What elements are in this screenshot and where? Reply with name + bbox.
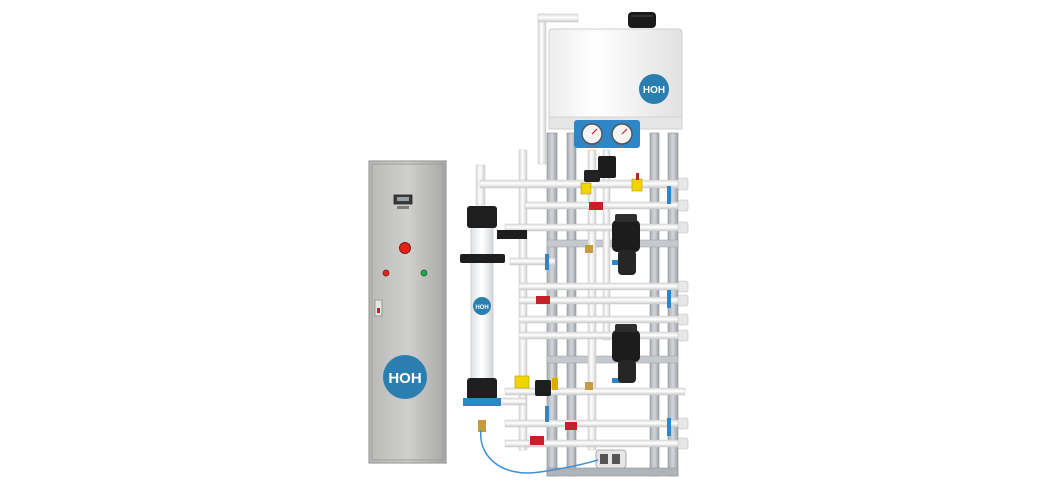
ball-valve-icon[interactable] <box>580 182 592 195</box>
pump-upper-motor <box>618 250 636 275</box>
pump-icon <box>612 214 640 275</box>
membrane-mount-blue <box>463 398 501 406</box>
hoh-logo-tank-text: HOH <box>643 85 665 96</box>
pipe-horizontal-8 <box>504 387 686 396</box>
pump-upper-body <box>612 220 640 252</box>
pump-lower-head <box>615 324 637 332</box>
ball-valve-icon[interactable] <box>565 422 577 430</box>
frame-base <box>546 467 679 477</box>
pressure-gauge-icon <box>581 123 603 145</box>
emergency-stop-button[interactable] <box>399 242 411 254</box>
pipe-horizontal-7 <box>518 331 686 340</box>
pipe-horizontal-1 <box>479 179 681 189</box>
pipe-horizontal-bypass <box>509 257 556 266</box>
ball-valve-icon[interactable] <box>530 436 544 445</box>
pressure-gauge-icon <box>611 123 633 145</box>
pipe-vertical-top <box>537 13 547 165</box>
solenoid-valve <box>584 156 616 182</box>
membrane-port-top <box>497 230 527 239</box>
membrane-endcap-top <box>467 206 497 228</box>
ball-valve-icon[interactable] <box>631 173 643 192</box>
control-panel: HOH <box>368 160 447 464</box>
skid-frame <box>546 132 679 477</box>
flow-sensor <box>595 449 627 469</box>
membrane-housing: HOH <box>460 206 527 406</box>
membrane-endcap-bottom <box>467 378 497 400</box>
check-valve <box>535 378 558 396</box>
pipe-horizontal-4 <box>518 282 686 291</box>
storage-tank: HOH <box>548 12 683 130</box>
pump-lower-motor <box>618 360 636 383</box>
tank-cap-ridge <box>631 15 653 17</box>
ball-valve-icon[interactable] <box>514 375 530 389</box>
ball-valve-icon[interactable] <box>589 202 603 210</box>
ball-valve-icon[interactable] <box>536 296 550 304</box>
pipe-horizontal-9 <box>504 419 686 428</box>
hoh-logo-tank: HOH <box>639 74 669 104</box>
controller-display-screen <box>397 197 409 201</box>
pump-icon <box>612 324 640 383</box>
pipe-horizontal-3 <box>504 223 686 232</box>
pipe-horizontal-2 <box>524 201 686 210</box>
indicator-lamp-green <box>420 269 428 277</box>
hoh-logo-membrane: HOH <box>473 297 491 315</box>
pipe-top-elbow <box>537 13 579 23</box>
tank-cap[interactable] <box>628 12 656 28</box>
indicator-lamp-red <box>382 269 390 277</box>
hoh-logo-panel: HOH <box>383 355 427 399</box>
brass-fitting <box>478 245 593 432</box>
controller-display-label <box>397 206 409 209</box>
gauge-panel <box>574 120 640 148</box>
piping <box>475 13 689 451</box>
control-panel-door-edge <box>371 163 444 461</box>
pipe-fittings-right <box>677 177 689 450</box>
panel-latch-lock <box>377 308 380 313</box>
hoh-logo-membrane-text: HOH <box>475 305 488 311</box>
hoh-logo-panel-text: HOH <box>388 370 421 387</box>
sensor-cable <box>480 429 599 474</box>
membrane-mount-clamp <box>460 254 505 263</box>
pipe-vertical-inner <box>602 149 611 341</box>
pump-upper-head <box>615 214 637 222</box>
pump-lower-body <box>612 330 640 362</box>
pipe-horizontal-6 <box>518 315 686 324</box>
